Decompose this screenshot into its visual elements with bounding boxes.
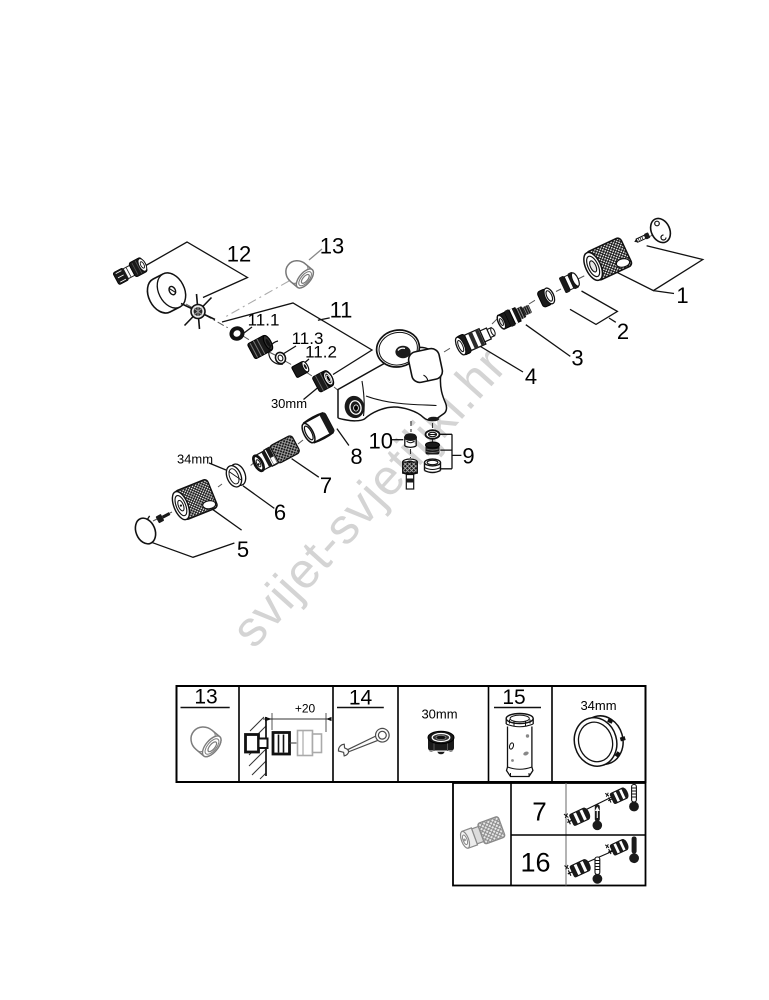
svg-text:34mm: 34mm [177,452,213,467]
svg-text:2: 2 [617,319,629,344]
svg-text:8: 8 [350,444,362,469]
svg-text:5: 5 [237,537,249,562]
svg-text:15: 15 [502,686,525,709]
svg-text:30mm: 30mm [271,396,307,411]
svg-text:34mm: 34mm [580,698,616,713]
svg-text:13: 13 [320,234,344,259]
svg-text:7: 7 [320,473,332,498]
svg-text:4: 4 [525,364,537,389]
svg-text:9: 9 [462,444,474,469]
svg-text:1: 1 [676,283,688,308]
svg-text:10: 10 [369,429,393,454]
svg-text:30mm: 30mm [421,707,457,722]
svg-text:11.3: 11.3 [292,329,324,348]
svg-text:16: 16 [520,848,550,878]
svg-text:7: 7 [532,797,546,827]
svg-text:11.1: 11.1 [248,311,280,330]
svg-text:12: 12 [227,242,251,267]
svg-text:11.2: 11.2 [305,343,337,362]
svg-text:14: 14 [349,687,373,710]
svg-text:6: 6 [274,500,286,525]
svg-text:11: 11 [330,298,353,323]
svg-text:3: 3 [571,346,583,371]
svg-text:+20: +20 [295,702,316,716]
svg-text:13: 13 [194,686,217,709]
